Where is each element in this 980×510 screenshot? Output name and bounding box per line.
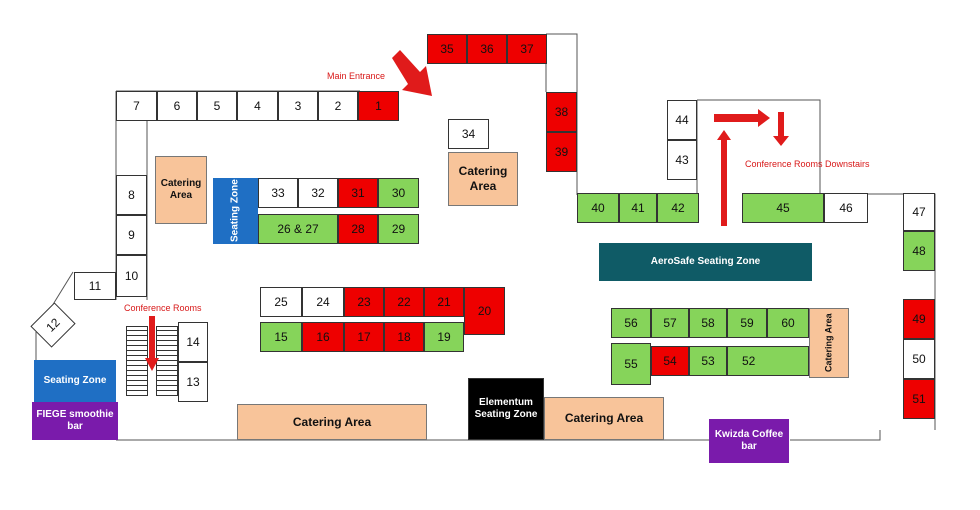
booth-39[interactable]: 39 bbox=[546, 132, 577, 172]
booth-60[interactable]: 60 bbox=[767, 308, 809, 338]
booth-49[interactable]: 49 bbox=[903, 299, 935, 339]
catering-area-left: Catering Area bbox=[155, 156, 207, 224]
booth-37[interactable]: 37 bbox=[507, 34, 547, 64]
booth-46[interactable]: 46 bbox=[824, 193, 868, 223]
booth-35[interactable]: 35 bbox=[427, 34, 467, 64]
booth-7[interactable]: 7 bbox=[116, 91, 157, 121]
booth-15[interactable]: 15 bbox=[260, 322, 302, 352]
booth-18[interactable]: 18 bbox=[384, 322, 424, 352]
booth-16[interactable]: 16 bbox=[302, 322, 344, 352]
booth-38[interactable]: 38 bbox=[546, 92, 577, 132]
booth-53[interactable]: 53 bbox=[689, 346, 727, 376]
booth-52[interactable]: 52 bbox=[727, 346, 809, 376]
booth-9[interactable]: 9 bbox=[116, 215, 147, 255]
booth-34[interactable]: 34 bbox=[448, 119, 489, 149]
main-entrance-arrow bbox=[392, 50, 432, 96]
booth-47[interactable]: 47 bbox=[903, 193, 935, 231]
catering-area-bottom-left: Catering Area bbox=[237, 404, 427, 440]
booth-2[interactable]: 2 bbox=[318, 91, 358, 121]
booth-33[interactable]: 33 bbox=[258, 178, 298, 208]
booth-45[interactable]: 45 bbox=[742, 193, 824, 223]
booth-24[interactable]: 24 bbox=[302, 287, 344, 317]
booth-14[interactable]: 14 bbox=[178, 322, 208, 362]
stairs-down-arrow bbox=[145, 316, 159, 371]
booth-25[interactable]: 25 bbox=[260, 287, 302, 317]
booth-10[interactable]: 10 bbox=[116, 255, 147, 297]
booth-26-27[interactable]: 26 & 27 bbox=[258, 214, 338, 244]
booth-54[interactable]: 54 bbox=[651, 346, 689, 376]
booth-4[interactable]: 4 bbox=[237, 91, 278, 121]
catering-area-right: Catering Area bbox=[809, 308, 849, 378]
booth-11[interactable]: 11 bbox=[74, 272, 116, 300]
booth-31[interactable]: 31 bbox=[338, 178, 378, 208]
booth-44[interactable]: 44 bbox=[667, 100, 697, 140]
booth-40[interactable]: 40 bbox=[577, 193, 619, 223]
booth-20[interactable]: 20 bbox=[464, 287, 505, 335]
catering-area-center: Catering Area bbox=[448, 152, 518, 206]
booth-32[interactable]: 32 bbox=[298, 178, 338, 208]
conference-arrows bbox=[714, 109, 789, 226]
main-entrance-label: Main Entrance bbox=[327, 71, 386, 81]
aerosafe-seating-zone: AeroSafe Seating Zone bbox=[599, 243, 812, 281]
booth-5[interactable]: 5 bbox=[197, 91, 237, 121]
kwizda-coffee-bar: Kwizda Coffee bar bbox=[709, 419, 789, 463]
stairs-right bbox=[156, 326, 178, 396]
conference-downstairs-label: Conference Rooms Downstairs bbox=[745, 159, 870, 169]
booth-6[interactable]: 6 bbox=[157, 91, 197, 121]
booth-23[interactable]: 23 bbox=[344, 287, 384, 317]
booth-56[interactable]: 56 bbox=[611, 308, 651, 338]
booth-41[interactable]: 41 bbox=[619, 193, 657, 223]
booth-50[interactable]: 50 bbox=[903, 339, 935, 379]
booth-28[interactable]: 28 bbox=[338, 214, 378, 244]
booth-57[interactable]: 57 bbox=[651, 308, 689, 338]
booth-1[interactable]: 1 bbox=[358, 91, 399, 121]
booth-13[interactable]: 13 bbox=[178, 362, 208, 402]
booth-36[interactable]: 36 bbox=[467, 34, 507, 64]
booth-51[interactable]: 51 bbox=[903, 379, 935, 419]
booth-48[interactable]: 48 bbox=[903, 231, 935, 271]
booth-8[interactable]: 8 bbox=[116, 175, 147, 215]
booth-58[interactable]: 58 bbox=[689, 308, 727, 338]
conference-rooms-label: Conference Rooms bbox=[124, 303, 202, 313]
booth-30[interactable]: 30 bbox=[378, 178, 419, 208]
elementum-seating-zone: Elementum Seating Zone bbox=[468, 378, 544, 440]
booth-29[interactable]: 29 bbox=[378, 214, 419, 244]
catering-area-bottom-mid: Catering Area bbox=[544, 397, 664, 440]
seating-zone-left: Seating Zone bbox=[213, 178, 258, 244]
booth-55[interactable]: 55 bbox=[611, 343, 651, 385]
fiege-smoothie-bar: FIEGE smoothie bar bbox=[32, 402, 118, 440]
booth-19[interactable]: 19 bbox=[424, 322, 464, 352]
booth-43[interactable]: 43 bbox=[667, 140, 697, 180]
booth-22[interactable]: 22 bbox=[384, 287, 424, 317]
booth-42[interactable]: 42 bbox=[657, 193, 699, 223]
booth-21[interactable]: 21 bbox=[424, 287, 464, 317]
booth-59[interactable]: 59 bbox=[727, 308, 767, 338]
booth-3[interactable]: 3 bbox=[278, 91, 318, 121]
booth-17[interactable]: 17 bbox=[344, 322, 384, 352]
seating-zone-small: Seating Zone bbox=[34, 360, 116, 402]
stairs-left bbox=[126, 326, 148, 396]
